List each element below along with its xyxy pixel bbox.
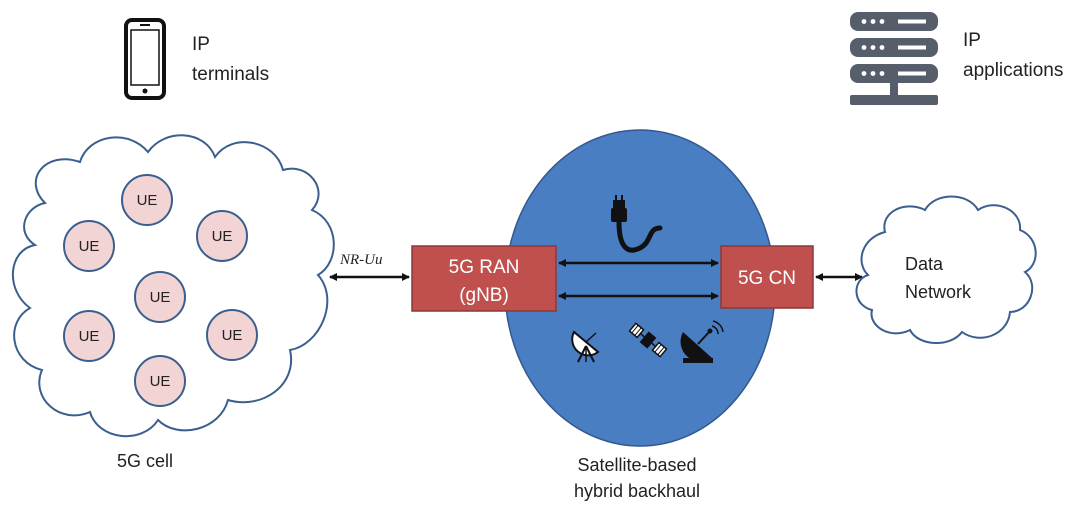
ue-node: UE: [206, 309, 258, 361]
data-network-label-line2: Network: [905, 282, 972, 302]
backhaul-label-line2: hybrid backhaul: [574, 481, 700, 501]
ue-label: UE: [222, 327, 243, 344]
antenna-dish-icon: [680, 320, 724, 363]
backhaul-label-line1: Satellite-based: [577, 455, 696, 475]
ue-label: UE: [212, 228, 233, 245]
ue-label: UE: [79, 328, 100, 345]
ue-label: UE: [150, 289, 171, 306]
nr-uu-label: NR-Uu: [339, 252, 383, 268]
ran-label-line2: (gNB): [459, 285, 509, 306]
ue-node: UE: [63, 220, 115, 272]
data-network-cloud: [855, 195, 1037, 345]
ue-node: UE: [134, 355, 186, 407]
satellite-icon: [628, 322, 668, 358]
terminals-label-line2: terminals: [192, 64, 269, 85]
cn-label: 5G CN: [738, 268, 796, 289]
satellite-dish-icon: [571, 330, 600, 363]
ue-label: UE: [137, 192, 158, 209]
ue-label: UE: [150, 373, 171, 390]
ran-node: 5G RAN (gNB): [411, 245, 557, 312]
ue-node: UE: [63, 310, 115, 362]
applications-label-line2: applications: [963, 60, 1063, 81]
ue-label: UE: [79, 238, 100, 255]
ue-node: UE: [134, 271, 186, 323]
data-network-label-line1: Data: [905, 254, 944, 274]
cell-label: 5G cell: [117, 451, 173, 471]
cable-connector-icon: [611, 195, 663, 253]
smartphone-icon: [124, 18, 166, 100]
terminals-label-line1: IP: [192, 34, 210, 55]
ue-node: UE: [196, 210, 248, 262]
applications-label-line1: IP: [963, 30, 981, 51]
server-rack-icon: [850, 12, 938, 105]
ue-node: UE: [121, 174, 173, 226]
ran-label-line1: 5G RAN: [449, 257, 520, 278]
cn-node: 5G CN: [720, 245, 814, 309]
